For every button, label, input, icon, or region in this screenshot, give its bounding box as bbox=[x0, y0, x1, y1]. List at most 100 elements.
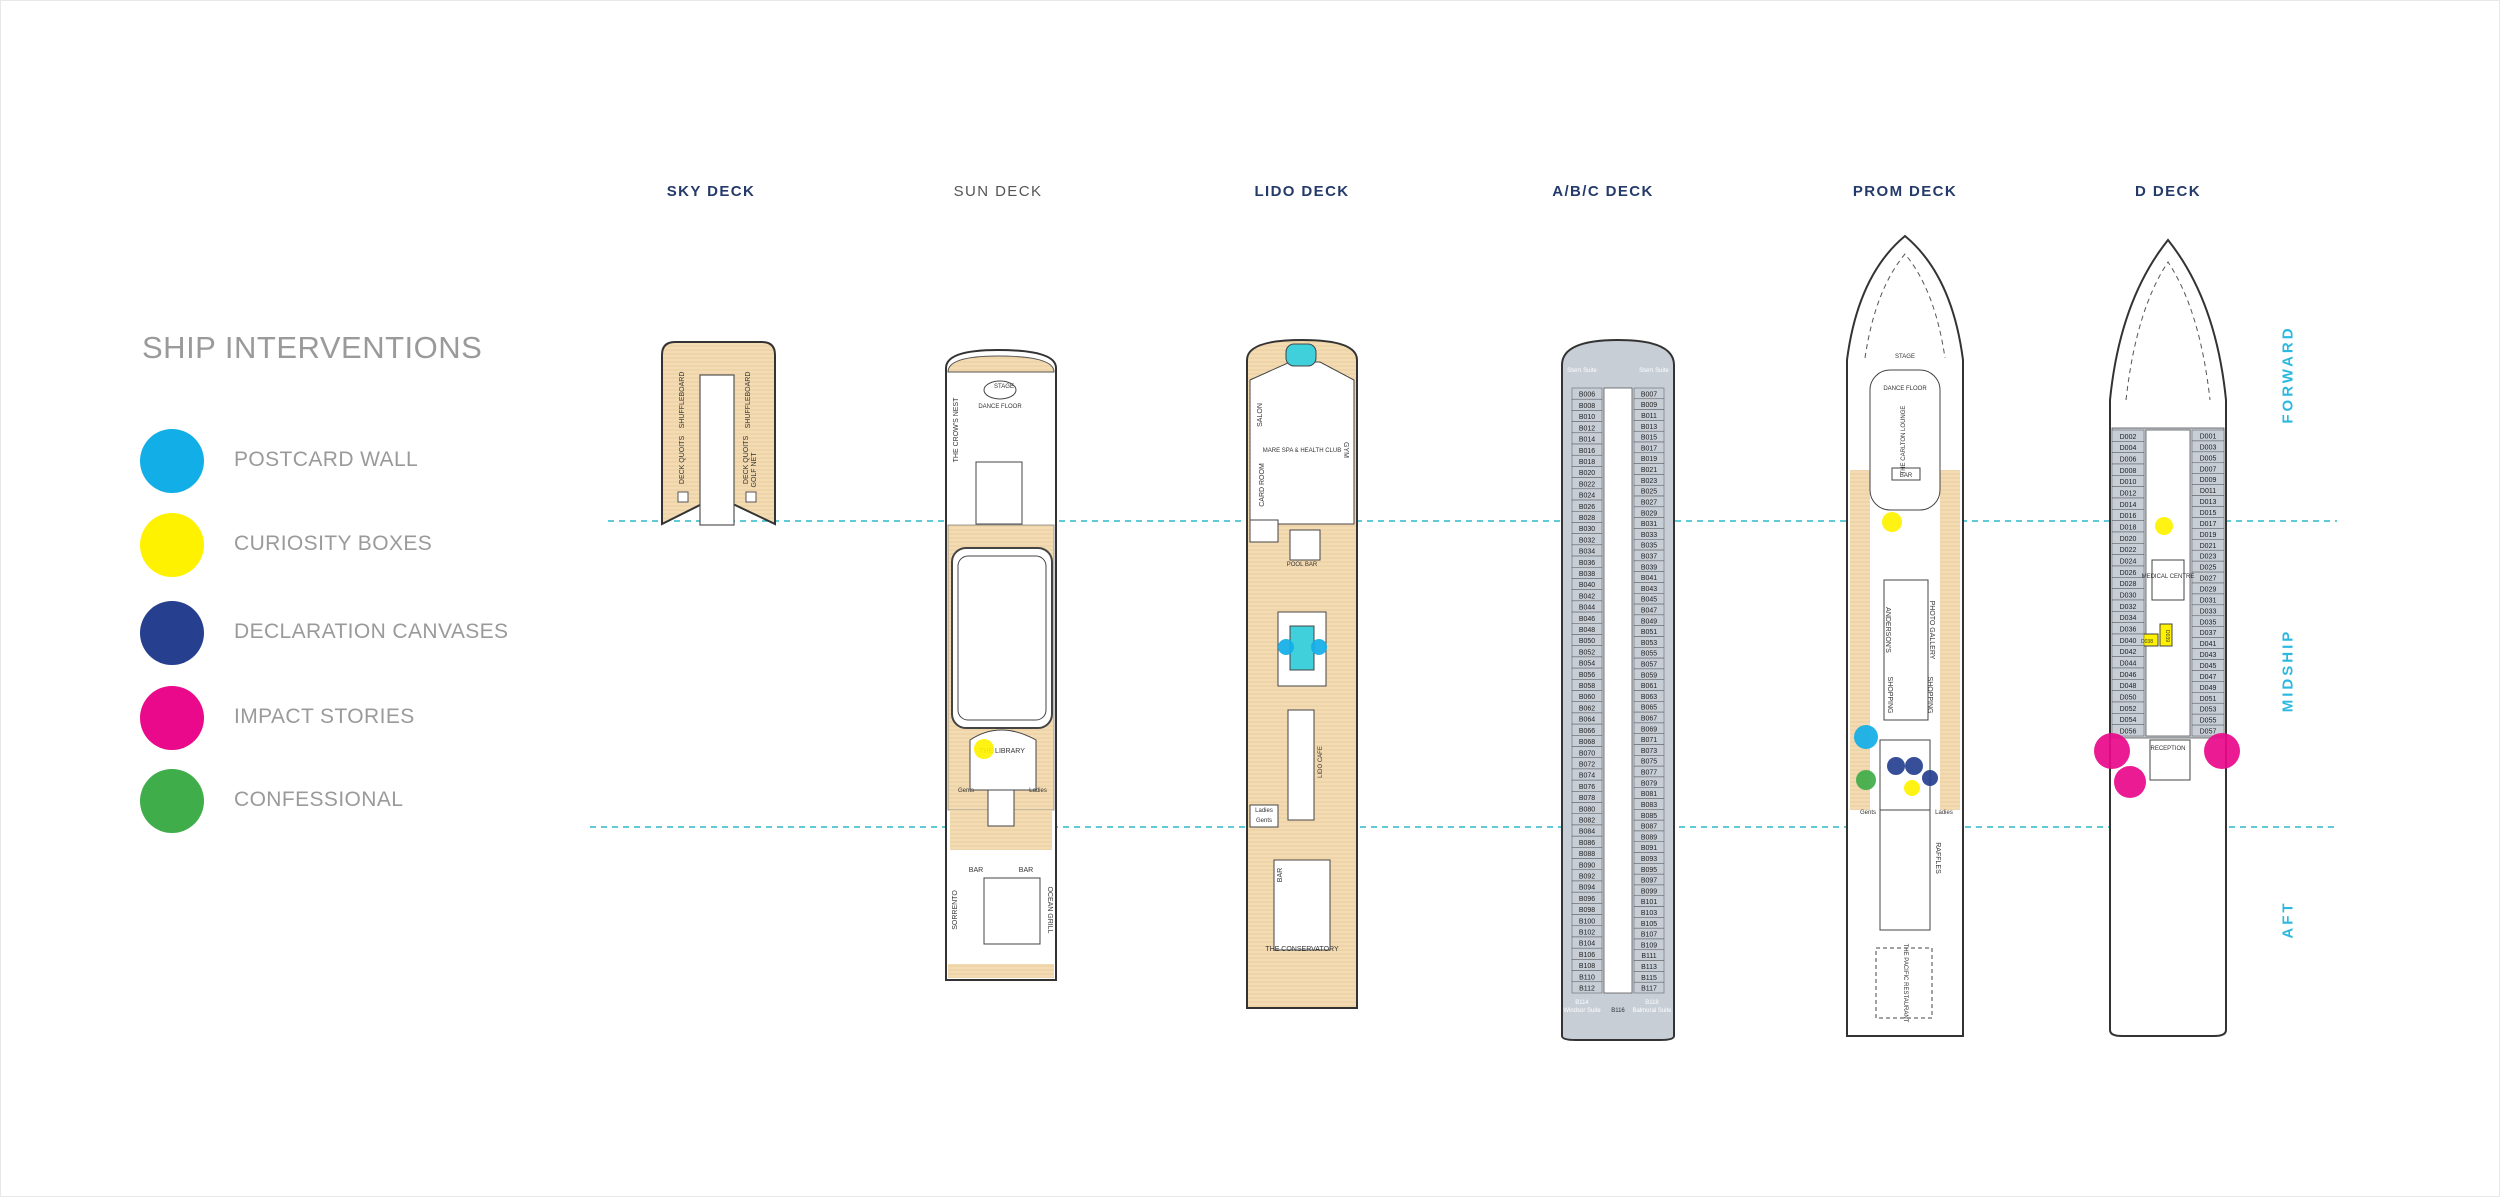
lido-room-label: GYM bbox=[1342, 442, 1349, 458]
cabin-number: B055 bbox=[1641, 651, 1657, 658]
cabin-number: B018 bbox=[1579, 459, 1595, 466]
cabin-number: B082 bbox=[1579, 817, 1595, 824]
declaration-canvas-marker-icon bbox=[140, 601, 204, 665]
sky-room-label: GOLF NET bbox=[751, 452, 758, 488]
lido-room-label: THE CONSERVATORY bbox=[1265, 946, 1339, 953]
lido-room-label: Gents bbox=[1256, 818, 1272, 824]
cabin-number: B095 bbox=[1641, 867, 1657, 874]
cabin-number: B041 bbox=[1641, 575, 1657, 582]
cabin-number: D055 bbox=[2200, 718, 2217, 725]
cabin-number: B012 bbox=[1579, 425, 1595, 432]
abc-right-cabins: B007B009B011B013B015B017B019B021B023B025… bbox=[1633, 387, 1665, 994]
cabin-number: D018 bbox=[2120, 525, 2137, 532]
cabin-number: B102 bbox=[1579, 930, 1595, 937]
legend-item-confessional: CONFESSIONAL bbox=[140, 769, 600, 833]
cabin-number: B011 bbox=[1641, 413, 1657, 420]
cabin-number: D010 bbox=[2120, 479, 2137, 486]
lido-deck-plan: SALON CARD ROOM GYM MARE SPA & HEALTH CL… bbox=[1246, 338, 1358, 1009]
legend-label: POSTCARD WALL bbox=[234, 448, 419, 471]
legend-label: DECLARATION CANVASES bbox=[234, 620, 509, 643]
sun-room-label: Ladies bbox=[1029, 788, 1047, 794]
cabin-number: B008 bbox=[1579, 403, 1595, 410]
cabin-number: D045 bbox=[2200, 663, 2217, 670]
lido-room-label: POOL BAR bbox=[1287, 562, 1318, 568]
cabin-number: B110 bbox=[1579, 974, 1595, 981]
confessional-marker-icon bbox=[1856, 770, 1876, 790]
cabin-number: B016 bbox=[1579, 448, 1595, 455]
cabin-number: D052 bbox=[2120, 706, 2137, 713]
cabin-number: B022 bbox=[1579, 481, 1595, 488]
cabin-number: B046 bbox=[1579, 616, 1595, 623]
cabin-number: B076 bbox=[1579, 784, 1595, 791]
cabin-number: D017 bbox=[2200, 521, 2217, 528]
cabin-number: B088 bbox=[1579, 851, 1595, 858]
cabin-number: B074 bbox=[1579, 773, 1595, 780]
lido-room-label: LIDO CAFE bbox=[1318, 746, 1324, 778]
cabin-number: B050 bbox=[1579, 638, 1595, 645]
cabin-number: B068 bbox=[1579, 739, 1595, 746]
abc-room-label: Windsor Suite bbox=[1563, 1008, 1601, 1014]
postcard-wall-marker-icon bbox=[140, 429, 204, 493]
lido-room-label: BAR bbox=[1277, 868, 1284, 882]
cabin-number: D011 bbox=[2200, 488, 2216, 495]
cabin-number: D001 bbox=[2200, 434, 2217, 441]
cabin-number: D014 bbox=[2120, 502, 2137, 509]
sun-room-label: OCEAN GRILL bbox=[1046, 886, 1053, 933]
cabin-number: B026 bbox=[1579, 504, 1595, 511]
abc-room-label: B114 bbox=[1575, 1000, 1589, 1006]
cabin-number: B031 bbox=[1641, 521, 1657, 528]
cabin-number: B086 bbox=[1579, 840, 1595, 847]
cabin-number: B072 bbox=[1579, 761, 1595, 768]
cabin-number: D023 bbox=[2200, 554, 2217, 561]
cabin-number: D006 bbox=[2120, 457, 2137, 464]
cabin-number: B044 bbox=[1579, 605, 1595, 612]
legend-title: SHIP INTERVENTIONS bbox=[142, 330, 483, 365]
cabin-number: B020 bbox=[1579, 470, 1595, 477]
cabin-number: B111 bbox=[1641, 953, 1656, 960]
deck-title-abc: A/B/C DECK bbox=[1552, 183, 1654, 200]
cabin-number: B033 bbox=[1641, 532, 1657, 539]
cabin-number: B052 bbox=[1579, 649, 1595, 656]
legend-label: CURIOSITY BOXES bbox=[234, 532, 433, 555]
sun-room-label: STAGE bbox=[994, 384, 1014, 390]
impact-story-marker-icon bbox=[2204, 733, 2240, 769]
cabin-number: D044 bbox=[2120, 661, 2137, 668]
cabin-number: D021 bbox=[2200, 543, 2217, 550]
cabin-number: D013 bbox=[2200, 499, 2217, 506]
cabin-number: B105 bbox=[1641, 921, 1657, 928]
sun-deck-plan: THE CROW'S NEST DANCE FLOOR STAGE THE LI… bbox=[945, 348, 1057, 981]
sun-room-label: BAR bbox=[1019, 867, 1033, 874]
cabin-number: B034 bbox=[1579, 549, 1595, 556]
cabin-number: B108 bbox=[1579, 963, 1595, 970]
cabin-number: B098 bbox=[1579, 907, 1595, 914]
sun-room-label: THE CROW'S NEST bbox=[953, 397, 960, 462]
deck-title-sky: SKY DECK bbox=[666, 183, 756, 200]
cabin-number: B035 bbox=[1641, 543, 1657, 550]
cabin-cell bbox=[2111, 724, 2145, 737]
cabin-number: B094 bbox=[1579, 885, 1595, 892]
cabin-number: D051 bbox=[2200, 696, 2217, 703]
sky-deck-plan: SHUFFLEBOARD SHUFFLEBOARD DECK QUOITS DE… bbox=[661, 341, 776, 526]
cabin-number: B021 bbox=[1641, 467, 1657, 474]
cabin-number: B037 bbox=[1641, 553, 1657, 560]
cabin-number: B085 bbox=[1641, 813, 1657, 820]
deck-title-d: D DECK bbox=[2135, 183, 2201, 200]
cabin-number: B104 bbox=[1579, 941, 1595, 948]
postcard-wall-marker-icon bbox=[1854, 725, 1878, 749]
cabin-number: B081 bbox=[1641, 791, 1657, 798]
cabin-number: D024 bbox=[2120, 559, 2137, 566]
cabin-number: B015 bbox=[1641, 435, 1657, 442]
declaration-canvas-marker-icon bbox=[1887, 757, 1905, 775]
cabin-number: B069 bbox=[1641, 726, 1657, 733]
cabin-number: B099 bbox=[1641, 888, 1657, 895]
legend-item-declaration-canvases: DECLARATION CANVASES bbox=[140, 601, 600, 665]
cabin-number: B032 bbox=[1579, 537, 1595, 544]
sun-room-label: DANCE FLOOR bbox=[978, 404, 1022, 410]
declaration-canvas-marker-icon bbox=[1905, 757, 1923, 775]
abc-room-label: B118 bbox=[1645, 1000, 1659, 1006]
prom-room-label: Ladies bbox=[1935, 810, 1953, 816]
cabin-number: D009 bbox=[2200, 477, 2217, 484]
prom-room-label: DANCE FLOOR bbox=[1883, 386, 1927, 392]
prom-room-label: PHOTO GALLERY bbox=[1928, 601, 1935, 660]
abc-left-cabins: B006B008B010B012B014B016B018B020B022B024… bbox=[1571, 387, 1603, 994]
